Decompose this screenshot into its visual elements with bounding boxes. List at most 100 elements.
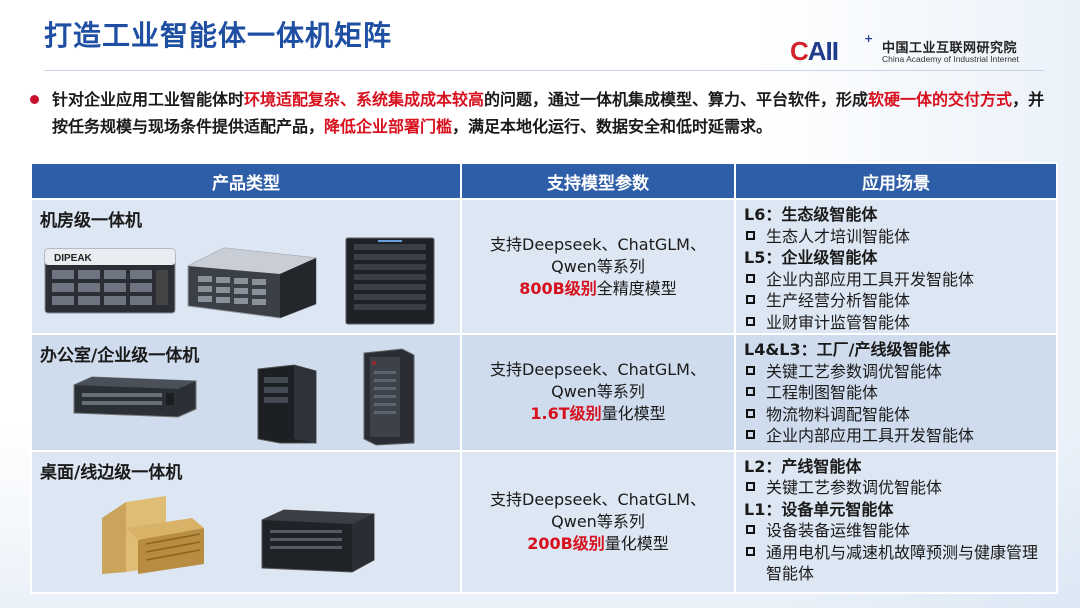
checkbox-square-icon [746, 387, 755, 397]
model-params: 支持Deepseek、ChatGLM、 Qwen等系列 1.6T级别量化模型 [462, 335, 734, 449]
intro-segment: 针对企业应用工业智能体时 [52, 90, 245, 109]
bullet-dot-icon [30, 95, 39, 104]
checkbox-square-icon [746, 430, 755, 440]
scenario-text: 生产经营分析智能体 [766, 291, 911, 310]
scenario-text: 企业内部应用工具开发智能体 [766, 426, 975, 446]
params-highlight: 1.6T级别 [530, 404, 602, 424]
enterprise-rack-image [70, 375, 200, 419]
logo-plus-icon: + [864, 32, 874, 45]
scenario-text: 生态人才培训智能体 [766, 226, 911, 246]
scenario-item: 通用电机与减速机故障预测与健康管理智能体 [744, 542, 1050, 585]
checkbox-square-icon [746, 273, 755, 283]
scenario-level: L6：生态级智能体 [744, 205, 878, 224]
table-row: 桌面/线边级一体机 [30, 449, 1058, 595]
scenario-item: 工程制图智能体 [744, 382, 1050, 404]
scenario-list: L6：生态级智能体 生态人才培训智能体 L5：企业级智能体 企业内部应用工具开发… [736, 200, 1056, 333]
params-line: 支持Deepseek、ChatGLM、 [490, 234, 706, 254]
scenario-list: L2：产线智能体 关键工艺参数调优智能体 L1：设备单元智能体 设备装备运维智能… [736, 452, 1056, 585]
checkbox-square-icon [746, 482, 755, 492]
scenarios-cell: L4&L3：工厂/产线级智能体 关键工艺参数调优智能体 工程制图智能体 物流物料… [734, 333, 1058, 452]
scenario-level: L4&L3：工厂/产线级智能体 [744, 340, 951, 360]
scenario-text: 通用电机与减速机故障预测与健康管理智能体 [766, 542, 1039, 584]
product-matrix-table: 产品类型 支持模型参数 应用场景 机房级一体机 DIPEAK [30, 162, 1058, 595]
intro-highlight: 降低企业部署门槛 [324, 117, 453, 136]
product-type-cell: 桌面/线边级一体机 [30, 449, 462, 595]
scenario-item: 物流物料调配智能体 [744, 404, 1050, 426]
header-scenarios: 应用场景 [734, 162, 1058, 200]
intro-segment: ，满足本地化运行、数据安全和低时延需求。 [452, 117, 773, 136]
product-type-cell: 办公室/企业级一体机 [30, 333, 462, 452]
edge-device-image [96, 488, 208, 578]
scenario-text: 工程制图智能体 [766, 383, 879, 403]
scenario-item: 关键工艺参数调优智能体 [744, 361, 1050, 383]
product-type-label: 办公室/企业级一体机 [40, 346, 200, 367]
scenario-item: 设备装备运维智能体 [744, 520, 1050, 542]
product-type-cell: 机房级一体机 DIPEAK [30, 197, 462, 336]
params-line: Qwen等系列 [551, 382, 645, 402]
logo-english-name: China Academy of Industrial Internet [882, 54, 1020, 64]
desktop-box-image [258, 506, 378, 574]
scenario-text: 关键工艺参数调优智能体 [766, 478, 943, 498]
scenario-list: L4&L3：工厂/产线级智能体 关键工艺参数调优智能体 工程制图智能体 物流物料… [736, 335, 1056, 447]
params-suffix: 量化模型 [604, 533, 669, 553]
params-highlight: 800B级别 [519, 278, 597, 298]
checkbox-square-icon [746, 408, 755, 418]
scenario-text: 设备装备运维智能体 [766, 521, 911, 541]
checkbox-square-icon [746, 525, 755, 535]
model-params-cell: 支持Deepseek、ChatGLM、 Qwen等系列 800B级别全精度模型 [460, 197, 736, 336]
scenarios-cell: L6：生态级智能体 生态人才培训智能体 L5：企业级智能体 企业内部应用工具开发… [734, 197, 1058, 336]
checkbox-square-icon [746, 546, 755, 556]
checkbox-square-icon [746, 365, 755, 375]
caii-logo: CAII + 中国工业互联网研究院 China Academy of Indus… [790, 32, 1050, 70]
table-row: 机房级一体机 DIPEAK [30, 197, 1058, 336]
header-model-params: 支持模型参数 [460, 162, 736, 200]
model-params-cell: 支持Deepseek、ChatGLM、 Qwen等系列 200B级别量化模型 [460, 449, 736, 595]
scenario-level: L2：产线智能体 [744, 456, 862, 476]
checkbox-square-icon [746, 230, 755, 240]
checkbox-square-icon [746, 295, 755, 304]
scenario-text: 企业内部应用工具开发智能体 [766, 269, 975, 289]
scenario-level: L1：设备单元智能体 [744, 499, 894, 519]
intro-paragraph: 针对企业应用工业智能体时环境适配复杂、系统集成成本较高的问题，通过一体机集成模型… [30, 86, 1055, 140]
cabinet-server-image [344, 236, 436, 326]
intro-segment: ，并按任务规模与现场条件提供适配产品， [52, 90, 1045, 136]
model-params: 支持Deepseek、ChatGLM、 Qwen等系列 800B级别全精度模型 [462, 200, 734, 333]
product-type-label: 桌面/线边级一体机 [40, 462, 183, 483]
intro-highlight: 环境适配复杂、系统集成成本较高 [244, 90, 485, 109]
header-product-type: 产品类型 [30, 162, 462, 200]
page-title: 打造工业智能体一体机矩阵 [44, 19, 393, 52]
workstation-image [358, 347, 418, 447]
rack-server-image: DIPEAK [44, 248, 176, 314]
logo-mark: CAII [790, 36, 839, 66]
scenarios-cell: L2：产线智能体 关键工艺参数调优智能体 L1：设备单元智能体 设备装备运维智能… [734, 449, 1058, 595]
scenario-text: 业财审计监管智能体 [766, 312, 911, 332]
params-suffix: 全精度模型 [596, 278, 677, 298]
model-params: 支持Deepseek、ChatGLM、 Qwen等系列 200B级别量化模型 [462, 452, 734, 592]
scenario-item: 生态人才培训智能体 [744, 226, 1050, 248]
intro-text: 针对企业应用工业智能体时环境适配复杂、系统集成成本较高的问题，通过一体机集成模型… [30, 86, 1055, 140]
scenario-item: 企业内部应用工具开发智能体 [744, 425, 1050, 447]
table-row: 办公室/企业级一体机 [30, 333, 1058, 452]
scenario-item: 业财审计监管智能体 [744, 312, 1050, 334]
scenario-item: 关键工艺参数调优智能体 [744, 477, 1050, 499]
scenario-text: 物流物料调配智能体 [766, 404, 911, 424]
model-params-cell: 支持Deepseek、ChatGLM、 Qwen等系列 1.6T级别量化模型 [460, 333, 736, 452]
params-line: Qwen等系列 [551, 511, 645, 531]
params-suffix: 量化模型 [601, 404, 666, 424]
checkbox-square-icon [746, 316, 755, 326]
params-line: Qwen等系列 [551, 256, 645, 276]
params-highlight: 200B级别 [527, 533, 605, 553]
header-divider [44, 70, 1044, 71]
scenario-level: L5：企业级智能体 [744, 248, 878, 267]
intro-highlight: 软硬一体的交付方式 [868, 90, 1013, 109]
logo-chinese-name: 中国工业互联网研究院 [882, 41, 1018, 56]
brand-label: DIPEAK [54, 253, 93, 264]
scenario-item: 生产经营分析智能体 [744, 290, 1050, 312]
params-line: 支持Deepseek、ChatGLM、 [490, 489, 706, 509]
scenario-text: 关键工艺参数调优智能体 [766, 361, 943, 381]
scenario-item: 企业内部应用工具开发智能体 [744, 269, 1050, 291]
tower-server-image [254, 363, 320, 445]
params-line: 支持Deepseek、ChatGLM、 [490, 360, 706, 380]
intro-segment: 的问题，通过一体机集成模型、算力、平台软件，形成 [484, 90, 869, 109]
product-type-label: 机房级一体机 [40, 211, 142, 231]
